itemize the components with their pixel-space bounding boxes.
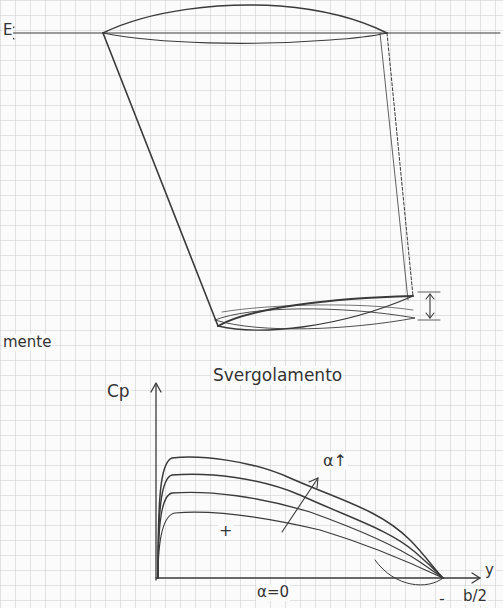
tip-airfoil	[215, 309, 415, 329]
axis-label: y	[484, 562, 495, 579]
alpha-zero-label: α=0	[256, 584, 290, 601]
margin-text: mente	[2, 334, 52, 351]
root-airfoil	[103, 33, 387, 43]
sign-label: +	[218, 522, 233, 540]
arrow-head	[151, 383, 161, 392]
root-airfoil	[103, 5, 387, 33]
cp-curve	[158, 512, 443, 578]
arrow-head	[472, 573, 480, 583]
twist-arrow	[418, 292, 440, 320]
twist-arrow	[426, 294, 434, 318]
margin-text: E	[2, 22, 13, 39]
reference-line	[6, 33, 500, 34]
alpha-label: α↑	[322, 452, 348, 470]
cp-curve	[375, 560, 443, 585]
trailing-edge	[387, 33, 413, 296]
leading-edge	[103, 33, 218, 326]
axis-label: Cp	[106, 382, 131, 401]
cp-curve	[158, 457, 443, 578]
tip-airfoil	[218, 296, 413, 326]
tip-airfoil	[222, 305, 413, 312]
cp-curve	[158, 474, 443, 578]
y-axis	[156, 577, 480, 578]
twist-arrow	[429, 294, 430, 318]
trailing-edge	[380, 33, 408, 300]
alpha-arrow	[282, 478, 318, 532]
sign-label: -	[438, 590, 446, 608]
twist-label: Svergolamento	[212, 366, 343, 385]
cp-axis	[155, 384, 156, 580]
span-label: b/2	[462, 588, 488, 605]
arrow-head	[309, 478, 318, 488]
